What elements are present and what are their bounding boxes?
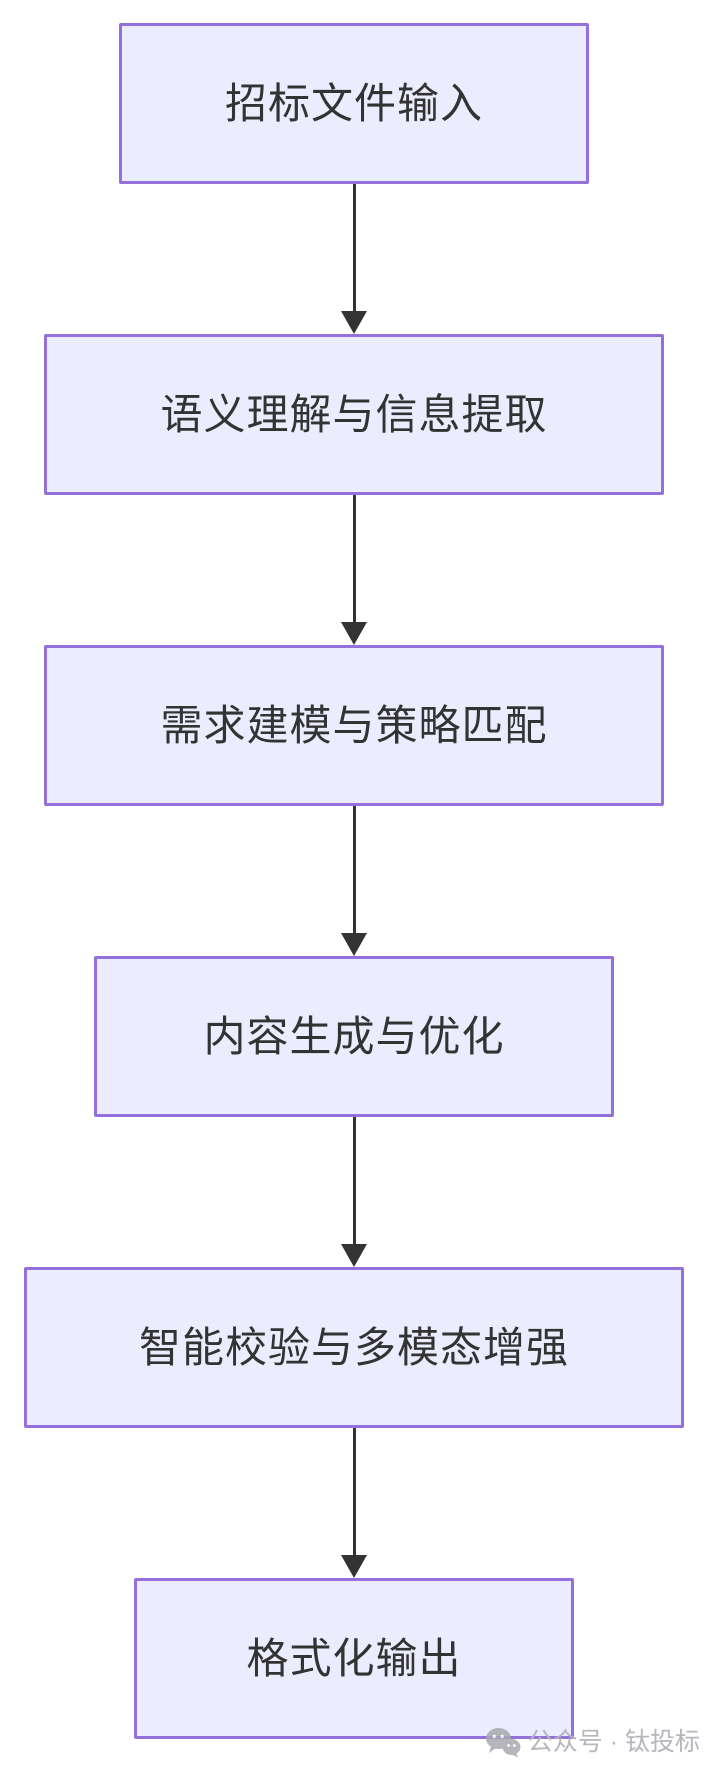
flow-arrow-4 <box>341 1117 367 1267</box>
arrow-head-icon <box>341 311 367 334</box>
arrow-head-icon <box>341 933 367 956</box>
flow-node-semantic-understanding: 语义理解与信息提取 <box>44 334 664 495</box>
arrow-shaft <box>352 806 356 934</box>
flow-node-bid-document-input: 招标文件输入 <box>119 23 589 184</box>
flowchart: 招标文件输入 语义理解与信息提取 需求建模与策略匹配 内容生成与优化 <box>0 23 708 1739</box>
flow-node-label: 智能校验与多模态增强 <box>138 1323 569 1371</box>
arrow-shaft <box>352 1117 356 1245</box>
flow-node-label: 格式化输出 <box>246 1634 462 1682</box>
flow-arrow-3 <box>341 806 367 956</box>
watermark: 公众号 · 钛投标 <box>485 1727 700 1758</box>
flow-node-content-generation: 内容生成与优化 <box>94 956 614 1117</box>
flow-node-label: 招标文件输入 <box>224 79 483 127</box>
arrow-shaft <box>352 1428 356 1556</box>
arrow-shaft <box>352 184 356 312</box>
arrow-head-icon <box>341 1555 367 1578</box>
flow-node-intelligent-verification: 智能校验与多模态增强 <box>24 1267 684 1428</box>
flow-node-label: 需求建模与策略匹配 <box>160 701 548 749</box>
wechat-icon <box>485 1728 521 1758</box>
flow-arrow-1 <box>341 184 367 334</box>
flow-node-label: 语义理解与信息提取 <box>160 390 548 438</box>
flow-node-label: 内容生成与优化 <box>203 1012 505 1060</box>
arrow-head-icon <box>341 622 367 645</box>
watermark-text: 公众号 · 钛投标 <box>527 1728 700 1756</box>
flow-node-requirement-modeling: 需求建模与策略匹配 <box>44 645 664 806</box>
flow-arrow-5 <box>341 1428 367 1578</box>
arrow-head-icon <box>341 1244 367 1267</box>
flow-node-formatted-output: 格式化输出 <box>134 1578 574 1739</box>
arrow-shaft <box>352 495 356 623</box>
flow-arrow-2 <box>341 495 367 645</box>
